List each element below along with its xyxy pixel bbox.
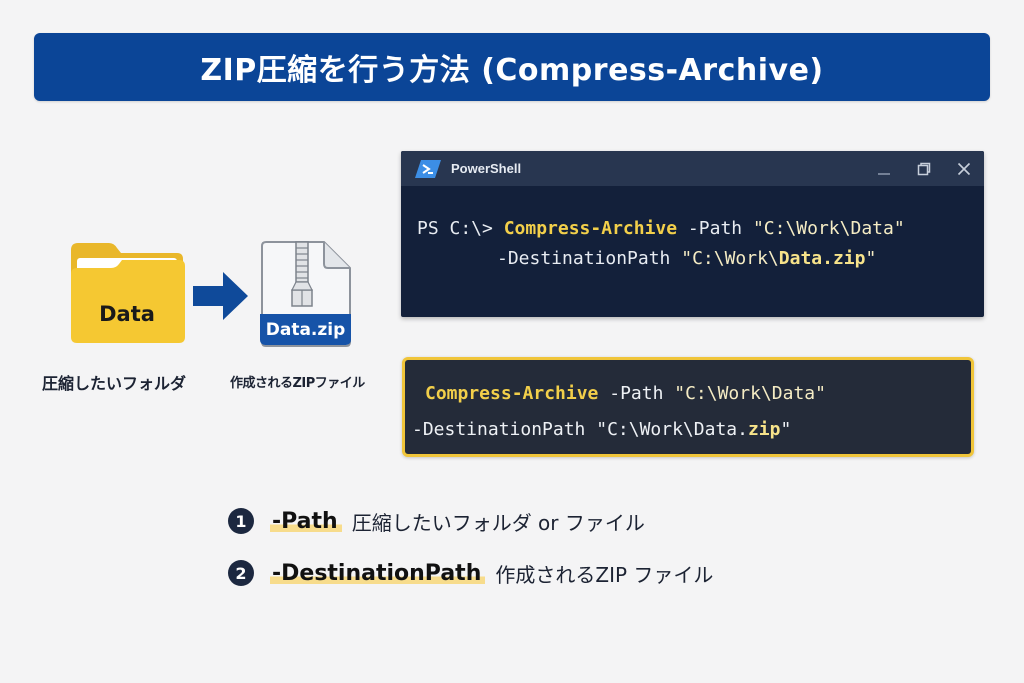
path-param: -Path — [677, 218, 753, 239]
powershell-logo-icon — [415, 159, 441, 178]
minimize-icon — [878, 172, 890, 175]
param-description: 圧縮したいフォルダ or ファイル — [351, 510, 645, 535]
number-badge: 2 — [228, 560, 254, 586]
path-param: -Path — [598, 383, 675, 404]
restore-icon — [917, 162, 931, 175]
arrow-right-icon — [193, 272, 248, 320]
cmdlet: Compress-Archive — [425, 383, 599, 404]
window-title: PowerShell — [451, 161, 522, 176]
powershell-window: PowerShell PS C:\> Compress-Archive -Pat… — [401, 151, 984, 317]
destination-value-suffix: " — [865, 248, 877, 269]
param-description: 作成されるZIP ファイル — [495, 562, 714, 587]
command-line-2: -DestinationPath "C:\Work\Data.zip" — [412, 412, 971, 448]
path-value: "C:\Work\Data" — [674, 383, 826, 404]
zip-file-label: Data.zip — [260, 314, 351, 345]
param-name: -Path — [270, 508, 342, 534]
destination-value-prefix: "C:\Work\Data. — [596, 419, 748, 440]
powershell-console[interactable]: PS C:\> Compress-Archive -Path "C:\Work\… — [401, 186, 984, 274]
folder-caption: 圧縮したいフォルダ — [42, 374, 187, 393]
command-line-1: Compress-Archive -Path "C:\Work\Data" — [425, 376, 971, 412]
zip-file-icon: Data.zip — [258, 240, 353, 349]
title-banner: ZIP圧縮を行う方法 (Compress-Archive) — [34, 33, 990, 101]
destination-value-file: Data.zip — [778, 248, 866, 269]
destination-param: -DestinationPath — [497, 248, 682, 269]
console-line-2: -DestinationPath "C:\Work\Data.zip" — [417, 244, 968, 274]
destination-param: -DestinationPath — [412, 419, 597, 440]
path-value: "C:\Work\Data" — [752, 218, 905, 239]
folder-icon: Data — [67, 240, 187, 345]
param-name: -DestinationPath — [270, 560, 486, 586]
destination-value-suffix: " — [780, 419, 792, 440]
close-icon — [957, 162, 971, 175]
cmdlet: Compress-Archive — [503, 218, 678, 239]
powershell-titlebar[interactable]: PowerShell — [401, 151, 984, 186]
number-badge: 1 — [228, 508, 254, 534]
page-title: ZIP圧縮を行う方法 (Compress-Archive) — [200, 53, 824, 88]
param-item-destination: 2 -DestinationPath 作成されるZIP ファイル — [228, 556, 713, 590]
prompt: PS C:\> — [417, 218, 504, 239]
close-button[interactable] — [944, 151, 984, 186]
maximize-button[interactable] — [904, 151, 944, 186]
destination-value-ext: zip — [747, 419, 781, 440]
folder-label: Data — [99, 302, 155, 326]
zip-caption: 作成されるZIPファイル — [230, 376, 365, 391]
param-item-path: 1 -Path 圧縮したいフォルダ or ファイル — [228, 504, 645, 538]
destination-value-prefix: "C:\Work\ — [681, 248, 779, 269]
command-highlight-box: Compress-Archive -Path "C:\Work\Data" -D… — [402, 357, 974, 457]
minimize-button[interactable] — [864, 151, 904, 186]
console-line-1: PS C:\> Compress-Archive -Path "C:\Work\… — [417, 214, 968, 244]
